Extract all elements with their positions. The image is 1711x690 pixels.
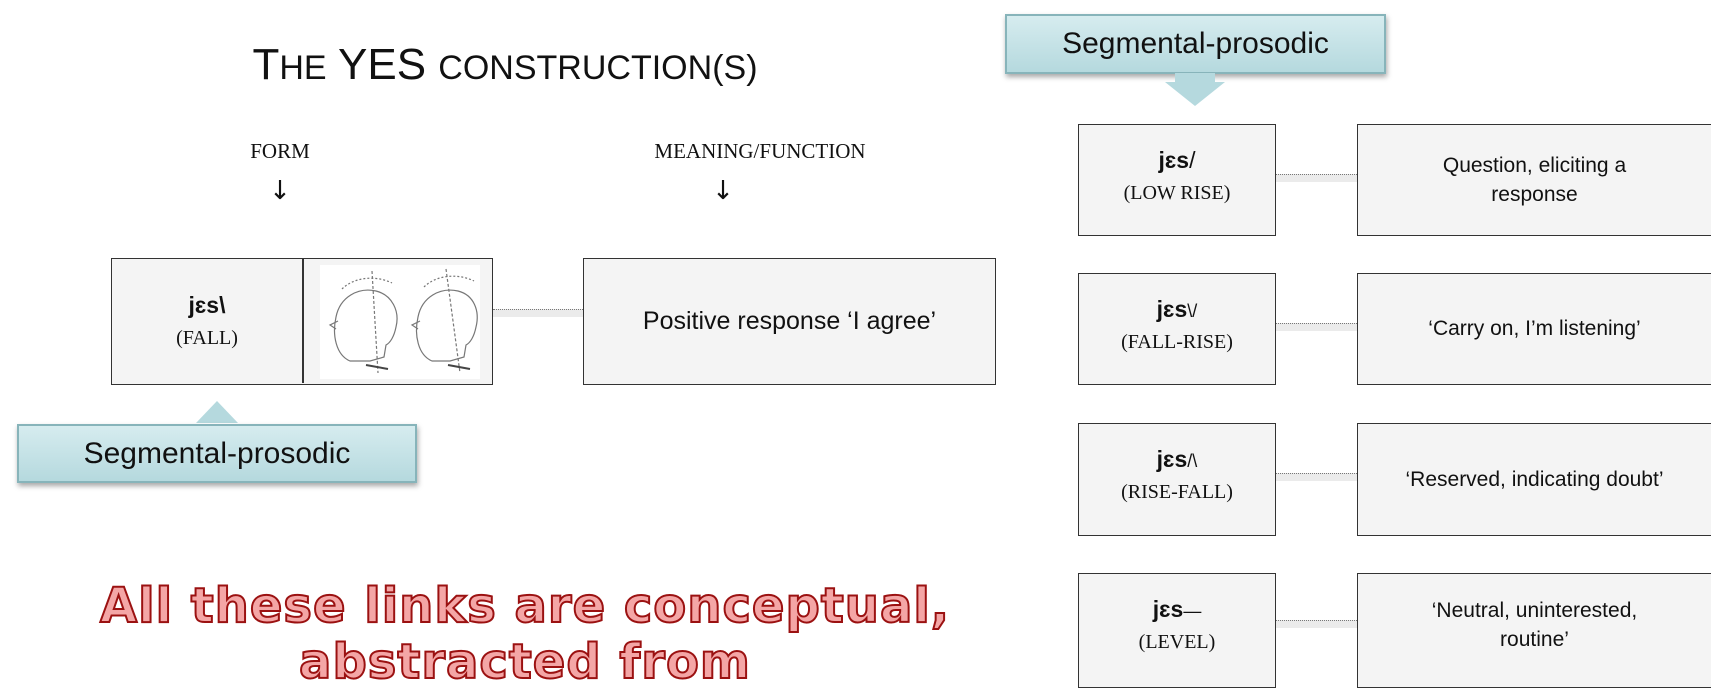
row1-contour: / xyxy=(1189,147,1196,173)
form-divider xyxy=(302,259,304,383)
row1-meaning: Question, eliciting a response xyxy=(1442,153,1627,206)
title-paren-letter: S xyxy=(723,49,747,87)
form-segment: jɛs\ xyxy=(188,292,226,318)
form-tone: (FALL) xyxy=(176,327,238,349)
row1-link xyxy=(1276,174,1357,182)
row1-segment: jɛs xyxy=(1158,147,1190,173)
meaning-arrow-icon: ↓ xyxy=(712,176,734,206)
form-box: jɛs\ (FALL) xyxy=(111,258,493,385)
meaning-header: MEANING/FUNCTION xyxy=(654,139,866,163)
slide-title: THE YES CONSTRUCTION(S) xyxy=(0,40,1010,90)
title-part2: CONSTRUCTION xyxy=(438,49,713,87)
form-arrow-icon: ↓ xyxy=(269,176,291,206)
row3-contour: /\ xyxy=(1187,451,1198,471)
row4-tone: (LEVEL) xyxy=(1138,631,1216,653)
row2-contour: \/ xyxy=(1187,301,1198,321)
row3-tone: (RISE-FALL) xyxy=(1121,481,1233,503)
title-first-letter: T xyxy=(252,40,280,89)
head-profiles-illustration xyxy=(320,265,480,379)
form-meaning-link xyxy=(493,309,583,317)
row2-meaning: ‘Carry on, I’m listening’ xyxy=(1428,317,1641,341)
row4-contour: — xyxy=(1183,601,1202,621)
annotation-line2: abstracted from xyxy=(298,633,751,690)
row4-meaning: ‘Neutral, uninterested, routine’ xyxy=(1431,599,1638,652)
form-box-rise-fall: jɛs/\ (RISE-FALL) xyxy=(1078,423,1276,536)
form-box-fall-rise: jɛs\/ (FALL-RISE) xyxy=(1078,273,1276,385)
row3-meaning: ‘Reserved, indicating doubt’ xyxy=(1405,467,1664,491)
form-text: jɛs\ (FALL) xyxy=(112,259,302,383)
meaning-box: Positive response ‘I agree’ xyxy=(583,258,996,385)
callout-pointer-down xyxy=(1165,82,1225,106)
title-paren-open: ( xyxy=(712,49,724,87)
row3-segment: jɛs xyxy=(1156,446,1188,472)
callout-segmental-prosodic-left: Segmental-prosodic xyxy=(17,424,417,483)
form-box-level: jɛs— (LEVEL) xyxy=(1078,573,1276,688)
callout-pointer-stem xyxy=(1175,73,1215,83)
row2-segment: jɛs xyxy=(1156,296,1188,322)
meaning-box-fall-rise: ‘Carry on, I’m listening’ xyxy=(1357,273,1711,385)
form-header: FORM xyxy=(250,139,310,163)
meaning-box-rise-fall: ‘Reserved, indicating doubt’ xyxy=(1357,423,1711,536)
row3-link xyxy=(1276,473,1357,481)
title-paren-close: ) xyxy=(746,49,758,87)
callout-segmental-prosodic-right: Segmental-prosodic xyxy=(1005,14,1386,74)
form-box-low-rise: jɛs/ (LOW RISE) xyxy=(1078,124,1276,236)
title-part1: HE xyxy=(279,49,327,87)
row4-segment: jɛs xyxy=(1152,596,1184,622)
annotation-line1: All these links are conceptual, xyxy=(99,577,951,635)
callout-pointer-up xyxy=(196,401,238,423)
row4-link xyxy=(1276,620,1357,628)
row1-tone: (LOW RISE) xyxy=(1123,182,1231,204)
row2-link xyxy=(1276,323,1357,331)
meaning-text: Positive response ‘I agree’ xyxy=(642,307,937,335)
row2-tone: (FALL-RISE) xyxy=(1121,331,1233,353)
title-word: YES xyxy=(338,40,427,89)
head-profiles-icon xyxy=(328,268,478,374)
meaning-box-low-rise: Question, eliciting a response xyxy=(1357,124,1711,236)
meaning-box-level: ‘Neutral, uninterested, routine’ xyxy=(1357,573,1711,688)
